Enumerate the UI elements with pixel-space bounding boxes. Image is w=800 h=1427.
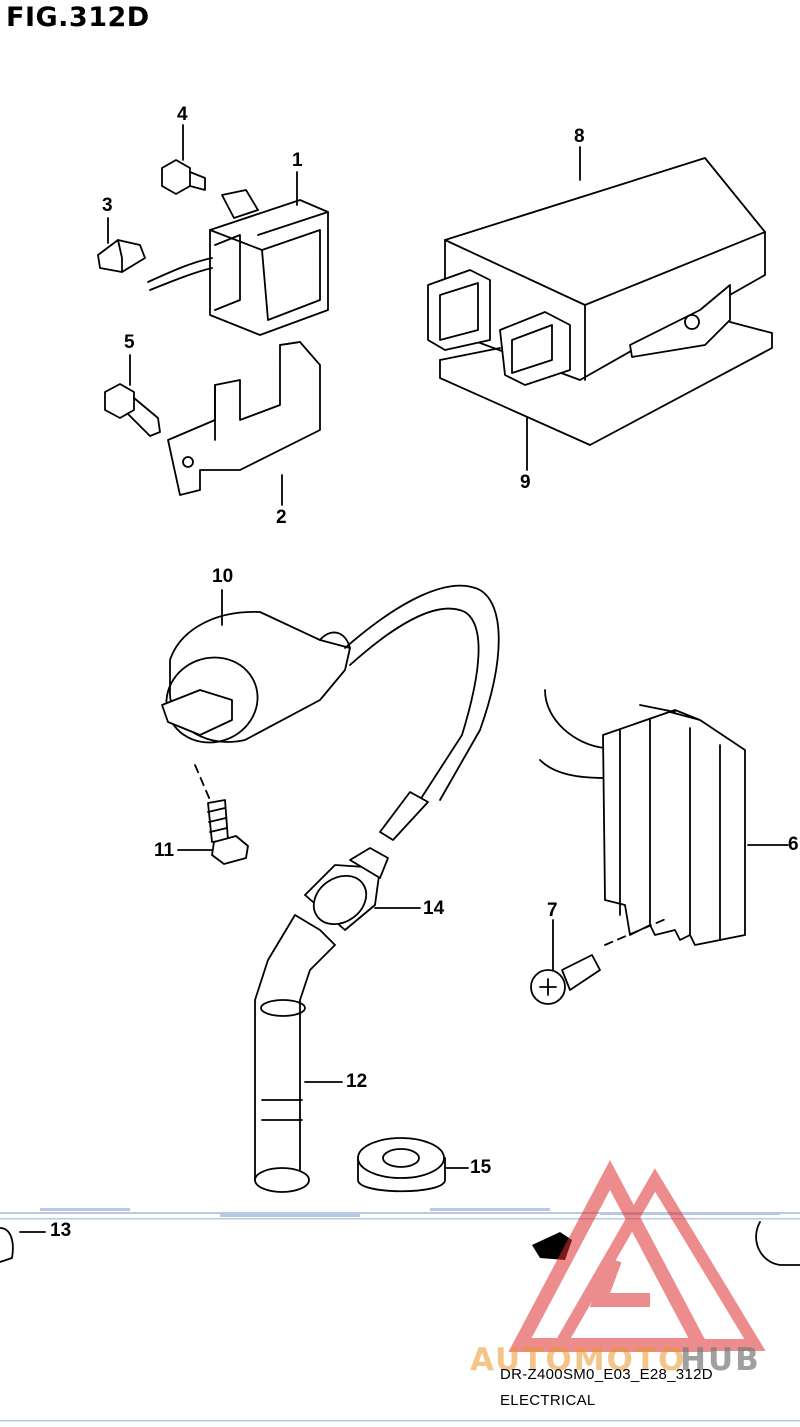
- callout-9: 9: [520, 472, 531, 493]
- bracket-part-2: [167, 341, 321, 496]
- figure-title: FIG.312D: [6, 2, 150, 33]
- cdi-unit-part-8: [427, 157, 766, 386]
- callout-6: 6: [788, 834, 799, 855]
- plug-cap-part-12: [254, 914, 336, 1193]
- bolt-part-4: [161, 159, 206, 195]
- watermark-hub-text: HUB: [680, 1342, 761, 1378]
- ignition-coil-part-10: [161, 584, 500, 841]
- seal-part-14: [304, 847, 389, 931]
- leader-11: [194, 764, 211, 801]
- callout-14: 14: [423, 898, 445, 919]
- callout-2: 2: [276, 507, 287, 528]
- figure-code: DR-Z400SM0_E03_E28_312D: [500, 1366, 713, 1383]
- callout-11: 11: [154, 840, 175, 861]
- screw-part-7: [530, 954, 601, 1005]
- callout-3: 3: [102, 195, 113, 216]
- bolt-part-11: [207, 799, 249, 865]
- leader-7: [604, 917, 669, 946]
- relay-part-1: [147, 189, 329, 336]
- callout-13: 13: [50, 1220, 72, 1241]
- part-13-fragment: [0, 1221, 800, 1266]
- callout-1: 1: [292, 150, 303, 171]
- callout-15: 15: [470, 1157, 492, 1178]
- callout-8: 8: [574, 126, 585, 147]
- cushion-part-9: [439, 321, 773, 446]
- callout-12: 12: [346, 1071, 368, 1092]
- callout-10: 10: [212, 566, 234, 587]
- scan-noise-band: [0, 1208, 800, 1422]
- regulator-part-6: [539, 689, 746, 946]
- grommet-part-15: [357, 1137, 446, 1193]
- watermark-logo: [508, 1160, 766, 1352]
- clip-part-3: [97, 239, 146, 273]
- watermark-auto-text: AUTOMOTO: [470, 1342, 687, 1378]
- callout-5: 5: [124, 332, 135, 353]
- callout-4: 4: [177, 104, 188, 125]
- figure-section: ELECTRICAL: [500, 1392, 596, 1409]
- bolt-part-5: [104, 383, 161, 437]
- callout-7: 7: [547, 900, 558, 921]
- leader-lines: [107, 124, 789, 1169]
